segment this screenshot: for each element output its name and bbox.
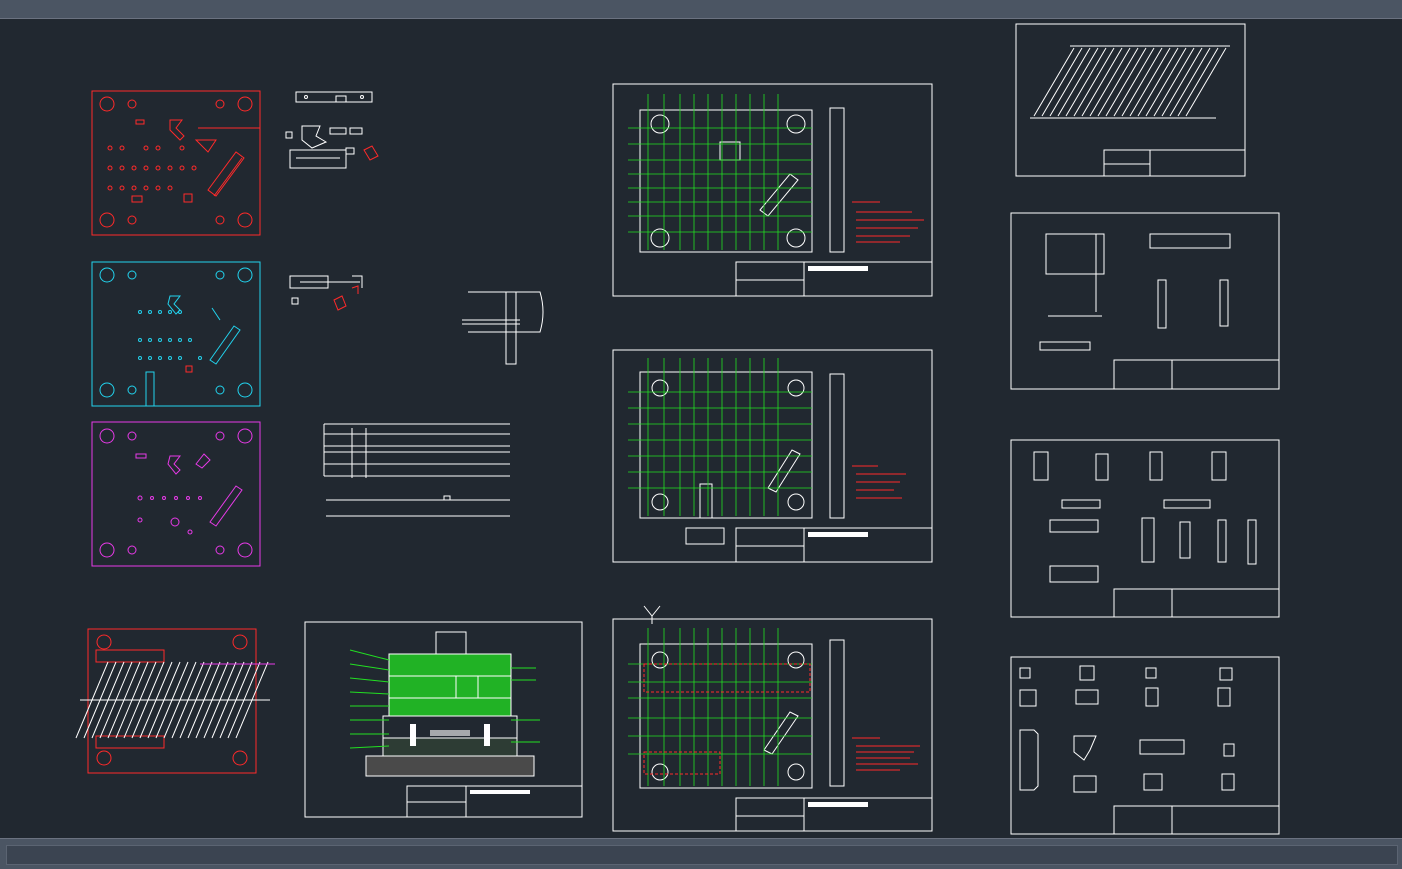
sheet-plate-3[interactable] bbox=[612, 605, 933, 832]
plate-cyan[interactable] bbox=[91, 261, 261, 407]
top-toolbar bbox=[0, 0, 1402, 19]
sheet-plate-2[interactable] bbox=[612, 349, 933, 563]
sheet-strip-layout[interactable] bbox=[1015, 23, 1246, 177]
section-detail[interactable] bbox=[462, 291, 544, 365]
plate-magenta[interactable] bbox=[91, 421, 261, 567]
status-bar bbox=[0, 838, 1402, 869]
sheet-insert-details[interactable] bbox=[1010, 439, 1280, 618]
command-line[interactable] bbox=[6, 845, 1398, 865]
sheet-block-details[interactable] bbox=[1010, 656, 1280, 835]
part-sketches-top[interactable] bbox=[285, 91, 379, 169]
plate-red-top[interactable] bbox=[91, 90, 261, 236]
plate-red-assembly[interactable] bbox=[75, 628, 275, 774]
part-sketches-mid[interactable] bbox=[289, 275, 363, 311]
sheet-assembly-section[interactable] bbox=[304, 621, 583, 818]
drawing-canvas[interactable] bbox=[0, 19, 1402, 837]
sheet-plate-1[interactable] bbox=[612, 83, 933, 297]
cyan-plate-red-mark bbox=[185, 365, 193, 373]
rail-detail[interactable] bbox=[323, 423, 510, 517]
sheet-punch-details[interactable] bbox=[1010, 212, 1280, 390]
ucs-icon bbox=[643, 605, 661, 624]
